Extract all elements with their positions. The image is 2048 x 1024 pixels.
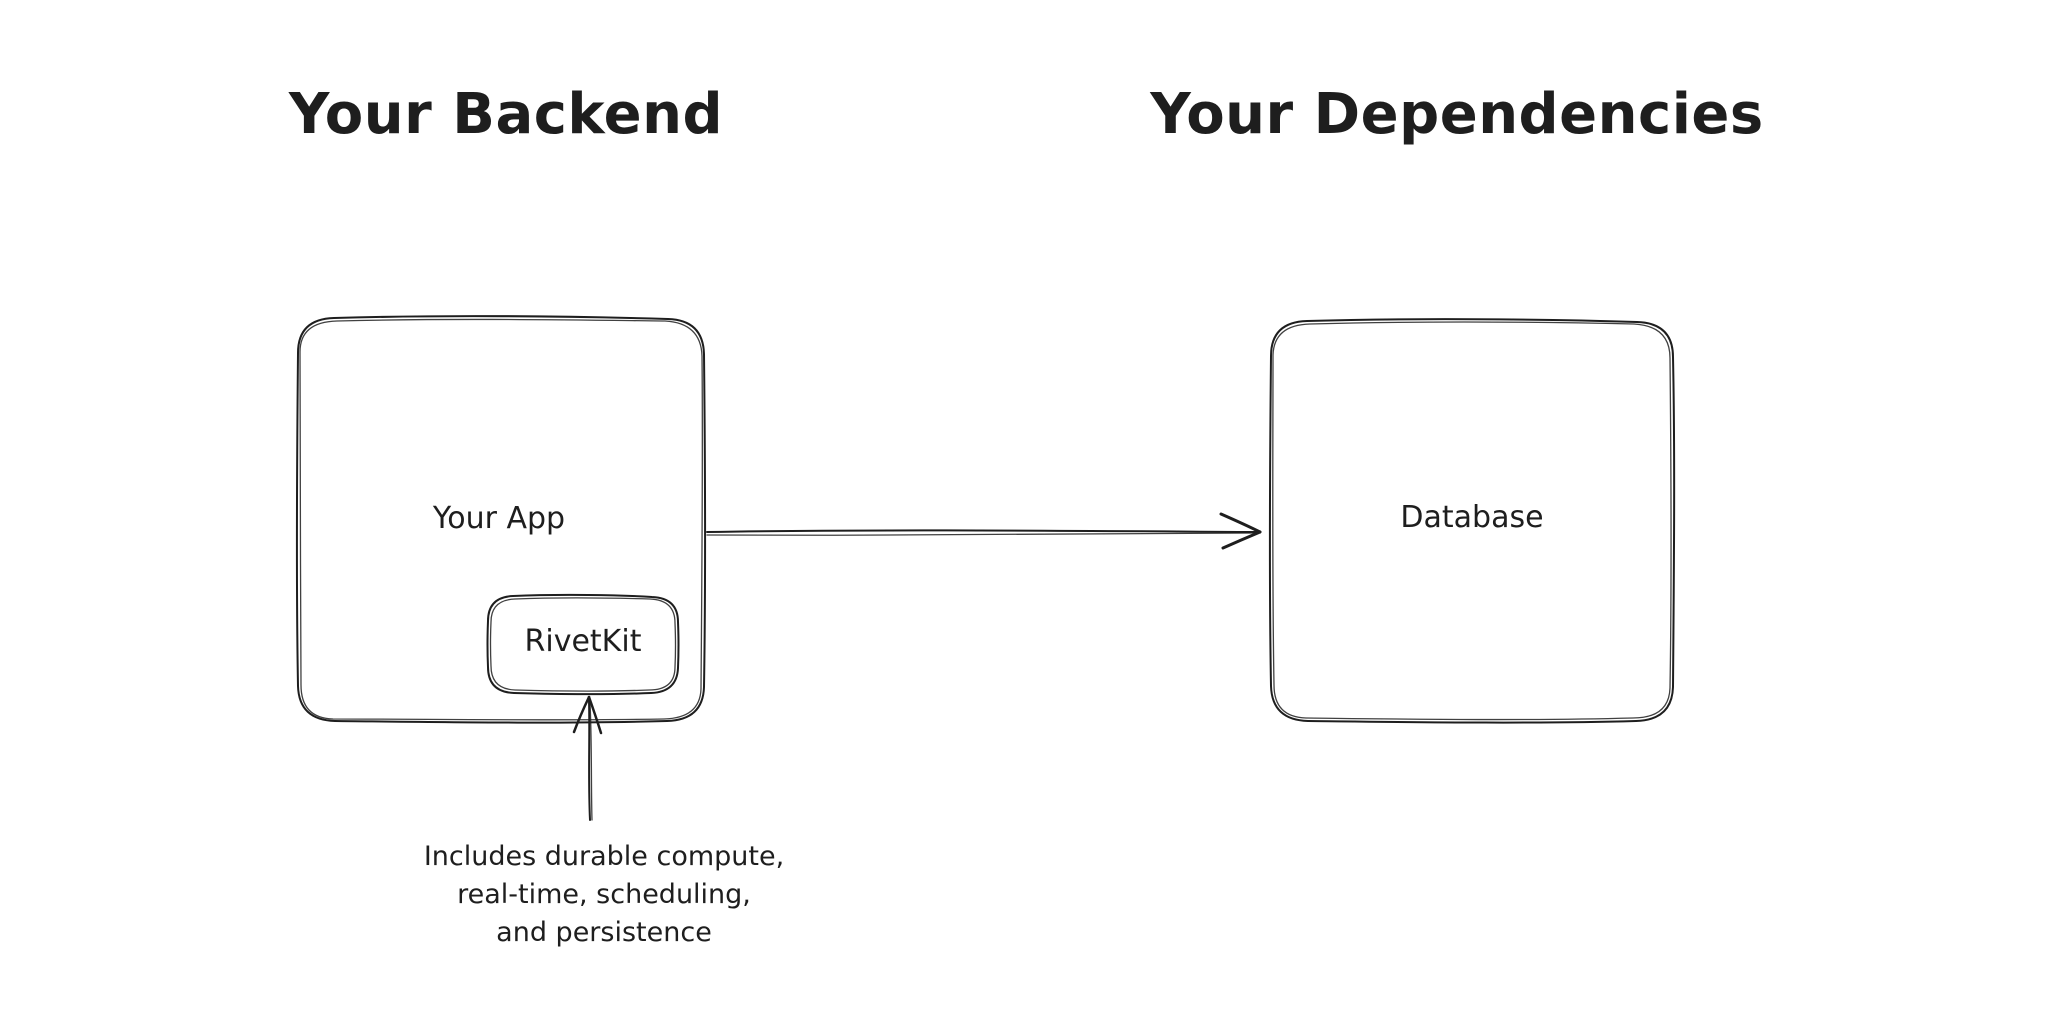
dependencies-heading: Your Dependencies (1150, 82, 1764, 147)
annotation-line-1: Includes durable compute, (423, 841, 785, 872)
arrow-annotation-to-rivetkit (572, 695, 603, 821)
annotation-line-2: real-time, scheduling, (457, 879, 751, 910)
rivetkit-box (486, 593, 680, 696)
your-app-label: Your App (432, 501, 566, 536)
rivetkit-label: RivetKit (524, 624, 642, 659)
database-label: Database (1400, 500, 1544, 535)
backend-heading: Your Backend (288, 82, 724, 147)
rivetkit-annotation: Includes durable compute, real-time, sch… (424, 838, 784, 952)
arrow-app-to-database (706, 512, 1262, 550)
your-app-box (295, 315, 707, 724)
annotation-line-3: and persistence (496, 917, 712, 948)
database-box (1268, 318, 1676, 724)
